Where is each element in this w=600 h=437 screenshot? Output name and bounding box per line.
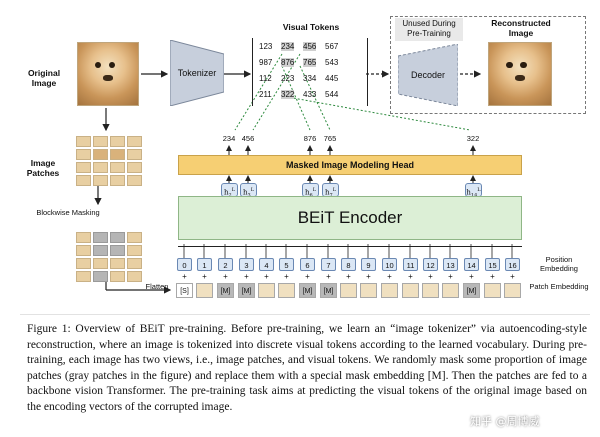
position-index: 4 (259, 258, 274, 271)
sequence-token (360, 283, 377, 298)
patch-embedding-label: Patch Embedding (529, 282, 589, 291)
token-cell: 334 (303, 74, 317, 83)
hidden-state: h14L (465, 183, 482, 199)
visual-tokens-title: Visual Tokens (282, 22, 340, 32)
sequence-token (402, 283, 419, 298)
caption-figure: Figure 1: (27, 323, 71, 335)
beit-encoder: BEiT Encoder (178, 196, 522, 240)
caption-body: Before pre-training, we learn an “image … (27, 323, 587, 413)
position-index: 3 (239, 258, 254, 271)
image-patches-label: Image Patches (26, 158, 60, 178)
position-index: 10 (382, 258, 397, 271)
token-cell: 987 (259, 58, 273, 67)
tokenizer-block (170, 40, 224, 106)
reconstructed-image (488, 42, 552, 106)
sequence-token (422, 283, 439, 298)
token-cell: 112 (259, 74, 272, 83)
original-image (77, 42, 139, 106)
sequence-token: [M] (463, 283, 480, 298)
position-index: 2 (218, 258, 233, 271)
position-index: 7 (321, 258, 336, 271)
position-index: 12 (423, 258, 438, 271)
position-index: 0 (177, 258, 192, 271)
hidden-state: h6L (302, 183, 319, 199)
caption-title: Overview of BEiT pre-training. (75, 323, 227, 335)
reconstructed-image-label: Reconstructed Image (491, 18, 551, 38)
position-index: 13 (443, 258, 458, 271)
predicted-token: 234 (222, 134, 236, 143)
watermark: 知乎 @周博威 (470, 415, 540, 428)
hidden-state: h3L (240, 183, 257, 199)
token-cell: 456 (303, 42, 317, 51)
position-index: 5 (279, 258, 294, 271)
sequence-token (196, 283, 213, 298)
token-cell: 567 (325, 42, 339, 51)
token-cell: 123 (259, 42, 273, 51)
predicted-token: 876 (303, 134, 317, 143)
figure-caption: Figure 1: Overview of BEiT pre-training.… (27, 322, 587, 415)
image-patches-grid (76, 136, 144, 186)
position-index: 9 (361, 258, 376, 271)
sequence-token: [M] (238, 283, 255, 298)
position-index: 14 (464, 258, 479, 271)
encoder-input-bar (178, 246, 522, 247)
unused-region (390, 16, 586, 114)
unused-label: Unused During Pre-Training (395, 18, 463, 41)
flatten-label: Flatten (145, 282, 169, 291)
sequence-token (484, 283, 501, 298)
token-cell: 223 (281, 74, 295, 83)
sequence-token (381, 283, 398, 298)
hidden-state: h7L (322, 183, 339, 199)
position-index: 11 (403, 258, 418, 271)
sequence-token (504, 283, 521, 298)
token-cell: 445 (325, 74, 339, 83)
token-cell: 765 (303, 58, 317, 67)
visual-tokens-matrix: 123 234 456 567 987 876 765 543 112 223 … (252, 38, 368, 106)
predicted-token: 456 (241, 134, 255, 143)
position-index: 16 (505, 258, 520, 271)
decoder-block (398, 44, 458, 106)
token-cell: 876 (281, 58, 295, 67)
position-index: 1 (197, 258, 212, 271)
sequence-token: [S] (176, 283, 193, 298)
token-cell: 433 (303, 90, 317, 99)
token-cell: 234 (281, 42, 295, 51)
mim-head: Masked Image Modeling Head (178, 155, 522, 175)
sequence-token (278, 283, 295, 298)
sequence-token (258, 283, 275, 298)
token-cell: 211 (259, 90, 272, 99)
token-cell: 544 (325, 90, 339, 99)
token-cell: 322 (281, 90, 295, 99)
divider (20, 314, 590, 315)
sequence-token (442, 283, 459, 298)
original-image-label: Original Image (27, 68, 61, 88)
tokenizer-label: Tokenizer (177, 68, 217, 78)
position-index: 8 (341, 258, 356, 271)
position-index: 6 (300, 258, 315, 271)
blockwise-masking-label: Blockwise Masking (36, 208, 100, 217)
sequence-token (340, 283, 357, 298)
token-cell: 543 (325, 58, 339, 67)
sequence-token: [M] (320, 283, 337, 298)
sequence-token: [M] (217, 283, 234, 298)
predicted-token: 765 (323, 134, 337, 143)
position-index: 15 (485, 258, 500, 271)
hidden-state: h2L (221, 183, 238, 199)
decoder-label: Decoder (410, 70, 446, 80)
position-embedding-label: Position Embedding (540, 255, 578, 273)
sequence-token: [M] (299, 283, 316, 298)
predicted-token: 322 (466, 134, 480, 143)
masked-patches-grid (76, 232, 144, 282)
